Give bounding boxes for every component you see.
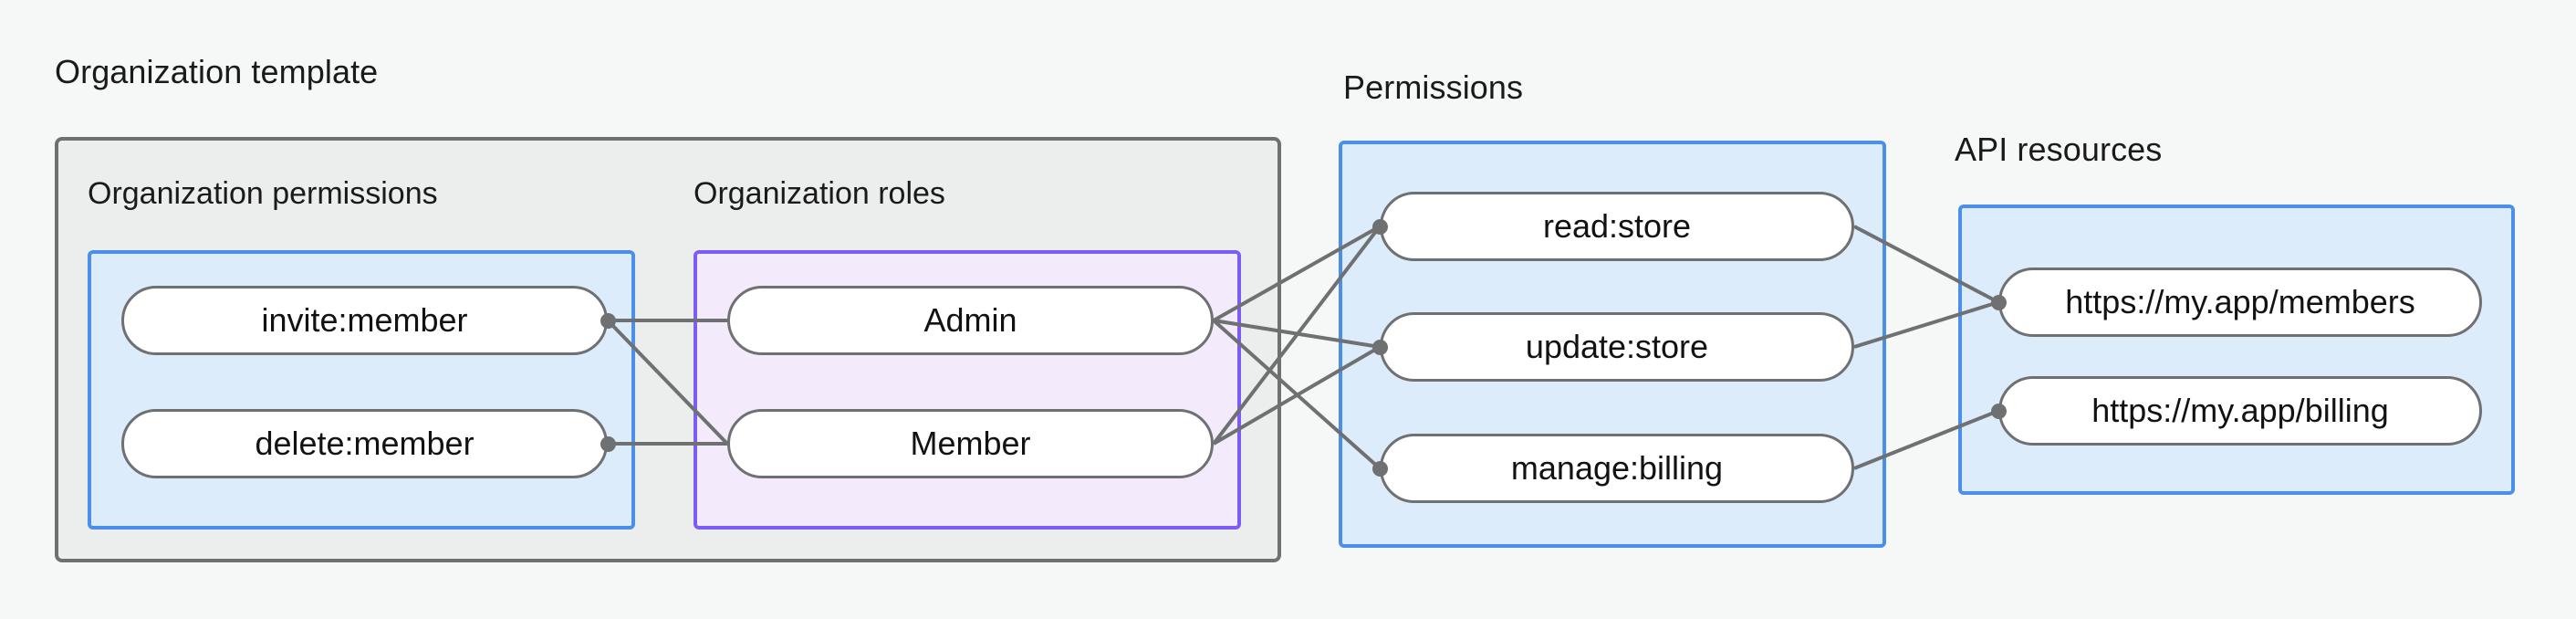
node-manage-billing[interactable]: manage:billing xyxy=(1380,434,1854,503)
port-dot-members-url-in xyxy=(1991,295,2007,310)
port-dot-manage-billing-in xyxy=(1372,461,1388,477)
panel-title-api-resources: API resources xyxy=(1955,131,2163,168)
group-title-organization-permissions: Organization permissions xyxy=(88,176,438,211)
port-dot-billing-url-in xyxy=(1991,404,2007,419)
node-admin[interactable]: Admin xyxy=(727,286,1214,355)
group-title-organization-roles: Organization roles xyxy=(694,176,945,211)
node-read-store[interactable]: read:store xyxy=(1380,192,1854,261)
node-members-url[interactable]: https://my.app/members xyxy=(1998,268,2482,337)
panel-api-resources xyxy=(1958,205,2515,495)
node-update-store[interactable]: update:store xyxy=(1380,312,1854,382)
panel-title-permissions: Permissions xyxy=(1343,68,1524,106)
node-member[interactable]: Member xyxy=(727,409,1214,478)
port-dot-update-store-in xyxy=(1372,340,1388,355)
panel-title-organization-template: Organization template xyxy=(55,53,379,90)
node-delete-member[interactable]: delete:member xyxy=(121,409,608,478)
node-billing-url[interactable]: https://my.app/billing xyxy=(1998,376,2482,446)
node-invite-member[interactable]: invite:member xyxy=(121,286,608,355)
port-dot-read-store-in xyxy=(1372,219,1388,235)
port-dot-invite-member-out xyxy=(600,313,616,329)
port-dot-delete-member-out xyxy=(600,436,616,452)
